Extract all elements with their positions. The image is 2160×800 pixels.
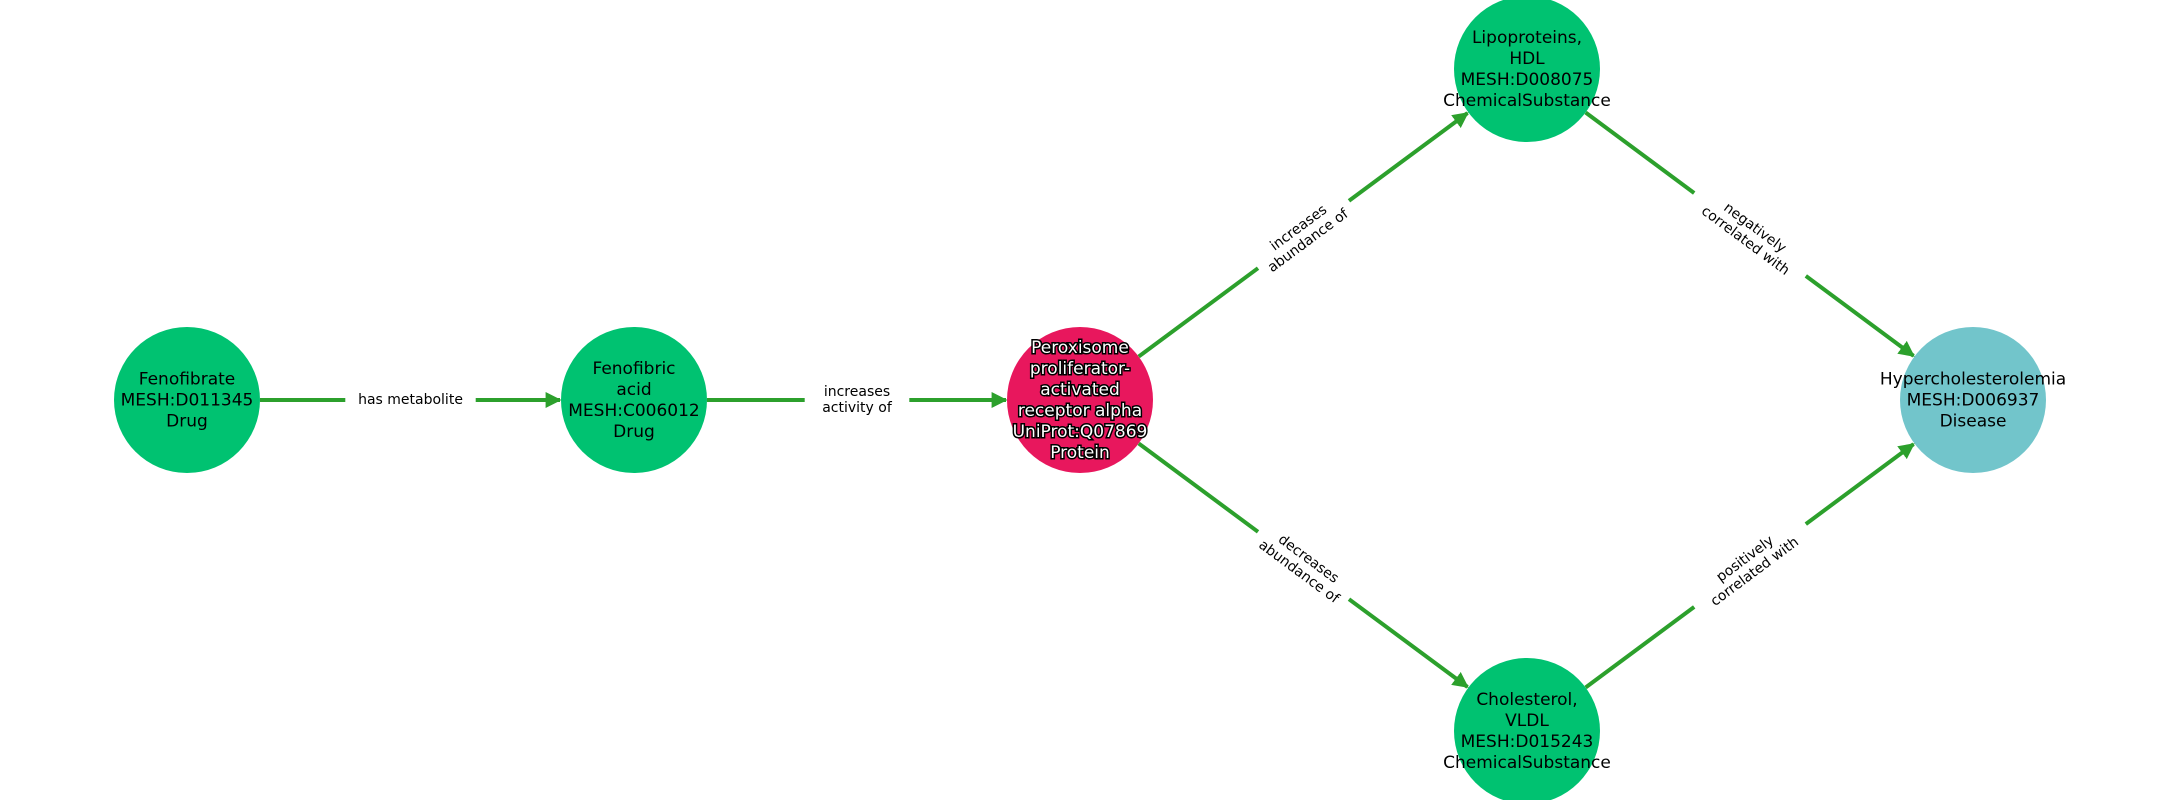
node-label-line: activated: [1040, 380, 1120, 400]
node-vldl[interactable]: Cholesterol,VLDLMESH:D015243ChemicalSubs…: [1443, 658, 1611, 800]
node-label-line: VLDL: [1505, 711, 1549, 731]
node-circle[interactable]: [1007, 327, 1153, 473]
node-label-line: Drug: [613, 422, 655, 442]
node-label-line: Drug: [166, 412, 208, 432]
node-label-line: MESH:C006012: [568, 401, 699, 421]
edge-fenofibrate-fenofibric: has metabolite: [260, 390, 562, 410]
node-label-line: Fenofibrate: [139, 370, 236, 390]
node-label-line: Cholesterol,: [1476, 690, 1577, 710]
node-label-line: HDL: [1509, 49, 1545, 69]
edge-label-line: increases: [824, 384, 890, 400]
node-circle[interactable]: [561, 327, 707, 473]
node-hdl[interactable]: Lipoproteins,HDLMESH:D008075ChemicalSubs…: [1443, 0, 1611, 142]
edge-label: has metabolite: [345, 390, 476, 410]
node-label-line: Fenofibric: [592, 359, 675, 379]
node-circle[interactable]: [1454, 658, 1600, 800]
node-label-line: Hypercholesterolemia: [1880, 370, 2066, 390]
node-label-line: MESH:D011345: [121, 391, 254, 411]
node-label-line: Disease: [1940, 412, 2007, 432]
node-label-line: ChemicalSubstance: [1443, 753, 1611, 773]
node-circle[interactable]: [1454, 0, 1600, 142]
node-label-line: MESH:D015243: [1461, 732, 1594, 752]
edge-label-line: has metabolite: [358, 392, 463, 408]
node-label-line: Peroxisome: [1031, 338, 1129, 358]
edge-label-line: activity of: [822, 400, 893, 416]
node-label-line: ChemicalSubstance: [1443, 91, 1611, 111]
node-label-line: Protein: [1050, 443, 1110, 463]
nodes: FenofibrateMESH:D011345DrugFenofibricaci…: [114, 0, 2066, 800]
node-label-line: UniProt:Q07869: [1013, 422, 1148, 442]
node-circle[interactable]: [1900, 327, 2046, 473]
node-circle[interactable]: [114, 327, 260, 473]
node-label-line: acid: [616, 380, 651, 400]
node-label-line: Lipoproteins,: [1472, 28, 1582, 48]
node-label-line: proliferator-: [1030, 359, 1130, 379]
node-ppara[interactable]: Peroxisomeproliferator-activatedreceptor…: [1007, 327, 1153, 473]
node-label-line: MESH:D008075: [1461, 70, 1594, 90]
node-label-line: MESH:D006937: [1907, 391, 2040, 411]
node-label-line: receptor alpha: [1018, 401, 1142, 421]
